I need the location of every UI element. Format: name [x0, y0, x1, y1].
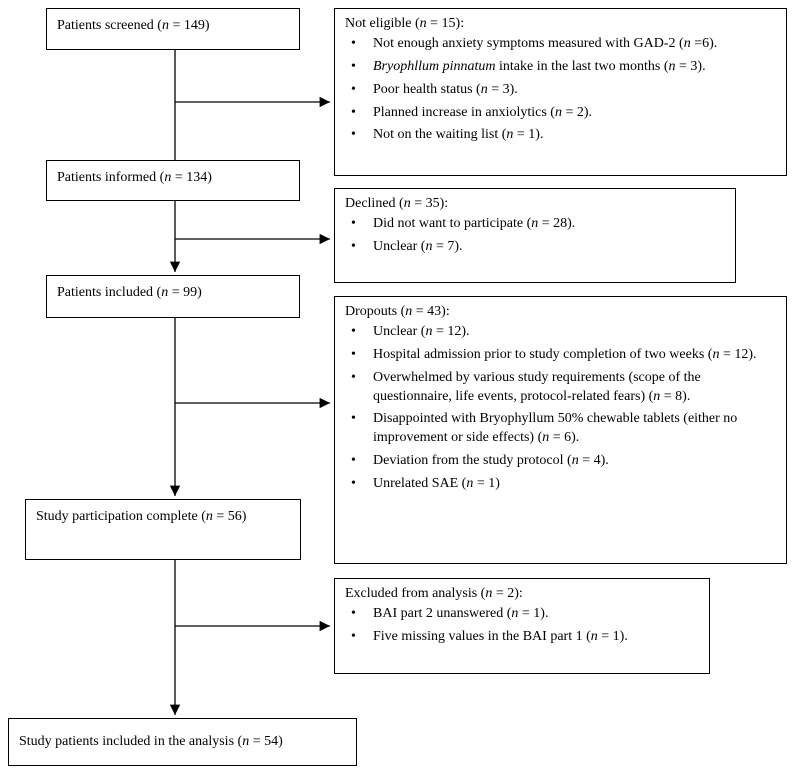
not-eligible-item: Not enough anxiety symptoms measured wit… — [345, 35, 776, 54]
excluded-item: BAI part 2 unanswered (n = 1). — [345, 605, 699, 624]
dropouts-item: Unrelated SAE (n = 1) — [345, 475, 776, 494]
declined-title: Declined (n = 35): — [345, 196, 449, 211]
dropouts-item: Disappointed with Bryophyllum 50% chewab… — [345, 410, 776, 448]
dropouts-item: Overwhelmed by various study requirement… — [345, 369, 776, 407]
box-patients-included: Patients included (n = 99) — [46, 275, 300, 318]
box-excluded: Excluded from analysis (n = 2): BAI part… — [334, 578, 710, 674]
dropouts-title: Dropouts (n = 43): — [345, 304, 450, 319]
not-eligible-item: Not on the waiting list (n = 1). — [345, 126, 776, 145]
not-eligible-item: Poor health status (n = 3). — [345, 81, 776, 100]
not-eligible-item: Bryophllum pinnatum intake in the last t… — [345, 58, 776, 77]
not-eligible-title: Not eligible (n = 15): — [345, 16, 465, 31]
box-patients-informed: Patients informed (n = 134) — [46, 160, 300, 201]
dropouts-item: Unclear (n = 12). — [345, 323, 776, 342]
excluded-item: Five missing values in the BAI part 1 (n… — [345, 628, 699, 647]
box-patients-screened: Patients screened (n = 149) — [46, 8, 300, 50]
declined-item: Did not want to participate (n = 28). — [345, 215, 725, 234]
declined-item: Unclear (n = 7). — [345, 238, 725, 257]
dropouts-item: Deviation from the study protocol (n = 4… — [345, 452, 776, 471]
dropouts-item: Hospital admission prior to study comple… — [345, 346, 776, 365]
excluded-title: Excluded from analysis (n = 2): — [345, 586, 523, 601]
box-not-eligible: Not eligible (n = 15): Not enough anxiet… — [334, 8, 787, 176]
box-participation-complete: Study participation complete (n = 56) — [25, 499, 301, 560]
box-dropouts: Dropouts (n = 43): Unclear (n = 12). Hos… — [334, 296, 787, 564]
not-eligible-item: Planned increase in anxiolytics (n = 2). — [345, 104, 776, 123]
box-declined: Declined (n = 35): Did not want to parti… — [334, 188, 736, 283]
box-included-in-analysis: Study patients included in the analysis … — [8, 718, 357, 766]
